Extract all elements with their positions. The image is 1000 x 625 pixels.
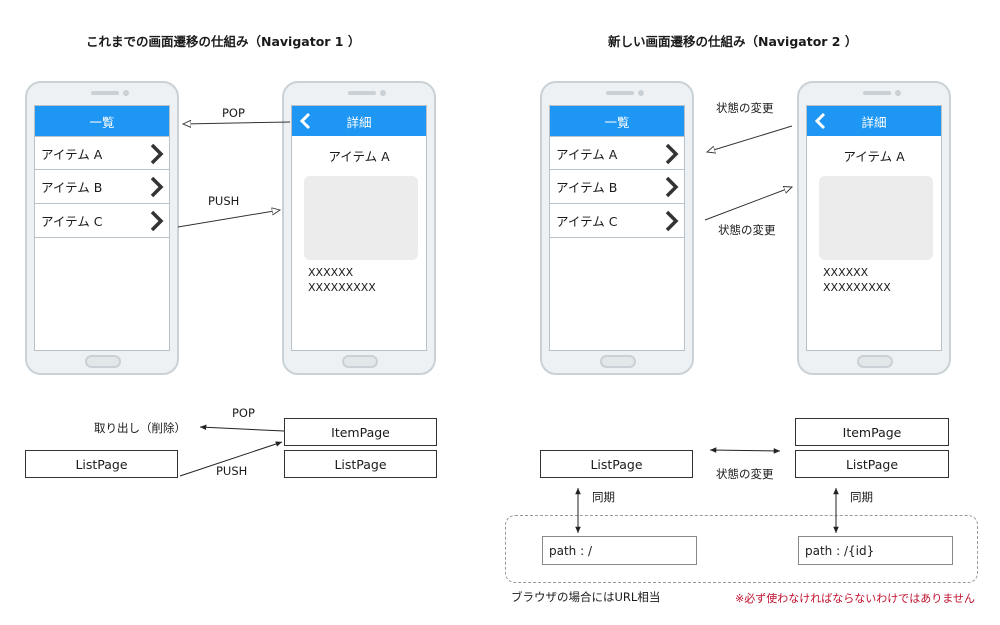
- stack-pop-arrow: [199, 424, 285, 432]
- detail-text-line: XXXXXXXXX: [823, 281, 891, 294]
- state-change-label-bottom: 状態の変更: [718, 223, 776, 237]
- removed-label: 取り出し（削除）: [94, 421, 186, 435]
- list-item-label: アイテム B: [41, 180, 103, 195]
- list-item-label: アイテム C: [556, 214, 618, 229]
- chevron-right-icon: [150, 176, 164, 198]
- phone-home-button: [342, 355, 378, 368]
- pop-arrow-label: POP: [222, 106, 245, 120]
- back-chevron-icon[interactable]: [298, 111, 314, 131]
- list-item-label: アイテム B: [556, 180, 618, 195]
- state-change-label-top: 状態の変更: [716, 101, 774, 115]
- right-detail-phone: 詳細 アイテム A XXXXXX XXXXXXXXX: [797, 81, 951, 375]
- push-arrow-label: PUSH: [208, 194, 240, 208]
- path-box-left: path : /: [542, 536, 697, 565]
- detail-header-title: 詳細: [346, 114, 372, 130]
- sync-label-right: 同期: [850, 490, 873, 504]
- detail-text-line: XXXXXXXXX: [308, 281, 376, 294]
- detail-text-line: XXXXXX: [823, 266, 869, 279]
- right-section-title: 新しい画面遷移の仕組み（Navigator 2 ）: [608, 34, 858, 49]
- browser-url-group: [505, 515, 978, 583]
- list-page-source-box: ListPage: [25, 450, 178, 478]
- list-item-c[interactable]: アイテム C: [550, 204, 684, 238]
- left-section-title: これまでの画面遷移の仕組み（Navigator 1 ）: [86, 34, 361, 49]
- state-change-arrow-bottom: [704, 187, 792, 221]
- detail-text-line: XXXXXX: [308, 266, 354, 279]
- detail-item-title: アイテム A: [843, 149, 905, 164]
- detail-screen: 詳細 アイテム A XXXXXX XXXXXXXXX: [291, 105, 427, 351]
- chevron-right-icon: [150, 210, 164, 232]
- left-list-phone: 一覧 アイテム A アイテム B アイテム C: [25, 81, 179, 375]
- list-screen: 一覧 アイテム A アイテム B アイテム C: [34, 105, 170, 351]
- list-item-a[interactable]: アイテム A: [550, 136, 684, 170]
- chevron-right-icon: [665, 143, 679, 165]
- item-page-box: ItemPage: [795, 418, 949, 446]
- phone-speaker: [348, 91, 376, 95]
- phone-speaker: [863, 91, 891, 95]
- phone-home-button: [600, 355, 636, 368]
- phone-speaker: [606, 91, 634, 95]
- browser-url-note: ブラウザの場合にはURL相当: [511, 590, 661, 604]
- detail-item-title: アイテム A: [328, 149, 390, 164]
- list-item-label: アイテム A: [556, 146, 618, 162]
- phone-home-button: [85, 355, 121, 368]
- list-item-c[interactable]: アイテム C: [35, 204, 169, 238]
- state-change-double-arrow: [709, 447, 781, 454]
- list-header-title: 一覧: [89, 114, 115, 130]
- push-arrow: [177, 210, 280, 228]
- list-item-b[interactable]: アイテム B: [550, 170, 684, 204]
- detail-image-placeholder: [819, 176, 933, 260]
- list-item-b[interactable]: アイテム B: [35, 170, 169, 204]
- pop-arrow: [183, 122, 291, 124]
- detail-screen: 詳細 アイテム A XXXXXX XXXXXXXXX: [806, 105, 942, 351]
- list-app-bar: 一覧: [550, 106, 684, 136]
- list-item-label: アイテム A: [41, 146, 103, 162]
- detail-app-bar: 詳細: [807, 106, 941, 136]
- detail-header-title: 詳細: [861, 114, 887, 130]
- left-detail-phone: 詳細 アイテム A XXXXXX XXXXXXXXX: [282, 81, 436, 375]
- list-page-stack-box: ListPage: [284, 450, 437, 478]
- stack-pop-label: POP: [232, 406, 255, 420]
- phone-speaker: [91, 91, 119, 95]
- phone-camera: [380, 90, 386, 96]
- phone-camera: [123, 90, 129, 96]
- path-box-right: path : /{id}: [798, 536, 953, 565]
- phone-camera: [638, 90, 644, 96]
- list-item-a[interactable]: アイテム A: [35, 136, 169, 170]
- list-item-label: アイテム C: [41, 214, 103, 229]
- phone-camera: [895, 90, 901, 96]
- stack-state-change-label: 状態の変更: [716, 467, 774, 481]
- sync-label-left: 同期: [592, 490, 615, 504]
- detail-image-placeholder: [304, 176, 418, 260]
- item-page-box: ItemPage: [284, 418, 437, 446]
- chevron-right-icon: [665, 210, 679, 232]
- stack-push-label: PUSH: [216, 464, 248, 478]
- disclaimer-note: ※必ず使わなければならないわけではありません: [735, 592, 975, 605]
- left-top-arrows: [177, 122, 291, 228]
- chevron-right-icon: [665, 176, 679, 198]
- list-page-box-right: ListPage: [795, 450, 949, 478]
- state-change-arrow-top: [707, 125, 793, 152]
- right-top-arrows: [704, 125, 793, 221]
- list-screen: 一覧 アイテム A アイテム B アイテム C: [549, 105, 685, 351]
- chevron-right-icon: [150, 143, 164, 165]
- detail-app-bar: 詳細: [292, 106, 426, 136]
- back-chevron-icon[interactable]: [813, 111, 829, 131]
- phone-home-button: [857, 355, 893, 368]
- right-list-phone: 一覧 アイテム A アイテム B アイテム C: [540, 81, 694, 375]
- list-page-box-left: ListPage: [540, 450, 693, 478]
- list-header-title: 一覧: [604, 114, 630, 130]
- list-app-bar: 一覧: [35, 106, 169, 136]
